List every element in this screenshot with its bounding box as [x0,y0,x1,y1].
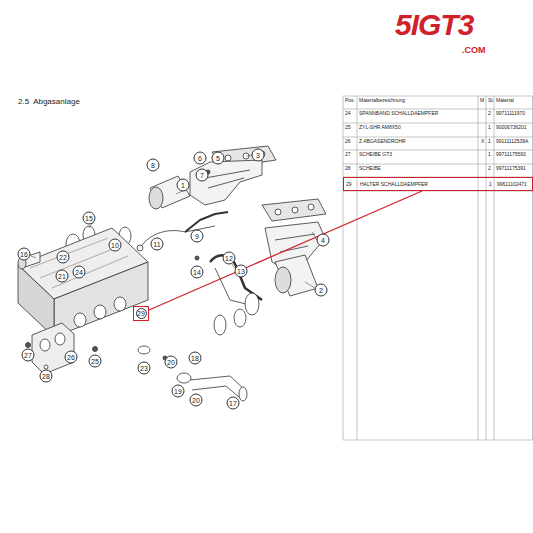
callout-number: 20 [190,394,203,407]
table-cell: 99611102471 [497,182,527,187]
callout-number: 12 [223,252,236,265]
table-cell: 25 [345,125,351,130]
callout-number: 29 [136,308,147,319]
highlight-connector [149,191,422,310]
watermark-text: .COM [462,46,486,55]
highlight-table-row: 29 HALTER SCHALLDAEMPFER 1 99611102471 [343,177,533,191]
callout-number: 27 [22,349,35,362]
table-cell: 90006736201 [496,125,527,130]
table-header: Materialbezeichnung [359,98,405,103]
watermark-logo: 5IGT3 [395,10,473,40]
callout-number: 1 [177,179,190,192]
callout-number: 9 [191,230,204,243]
table-header: M [480,98,484,103]
callout-number: 5 [212,152,225,165]
table-cell: 24 [345,111,351,116]
callout-number: 22 [57,251,70,264]
callout-number: 6 [194,152,207,165]
section-title: 2.5 Abgasanlage [18,98,80,106]
callout-number: 15 [83,212,96,225]
callout-number: 2 [315,284,328,297]
table-cell: 26 [345,139,351,144]
callout-number: 4 [317,234,330,247]
table-cell: Z ABGASENDROHR [359,139,406,144]
table-cell: 1 [489,182,492,187]
callout-number: 25 [89,355,102,368]
table-cell: 2 [488,166,491,171]
callout-number: 19 [172,385,185,398]
callout-number: 28 [40,370,53,383]
callout-number: 16 [18,248,31,261]
table-cell: ZYL-SHR AM8X50 [359,125,401,130]
callout-number: 17 [227,397,240,410]
callout-number: 24 [73,266,86,279]
table-cell: SCHEIBE [359,166,381,171]
callout-number: 10 [109,239,122,252]
parts-table-grid [343,96,533,440]
table-cell: 1 [488,152,491,157]
table-cell: 99711175593 [496,152,526,157]
table-header: Material [496,98,514,103]
leader-lines [31,155,317,288]
callout-number: 18 [189,352,202,365]
table-cell: 1 [488,125,491,130]
table-header: Pos. [345,98,355,103]
callout-number: 26 [65,351,78,364]
callout-number: 3 [252,149,265,162]
table-cell: 99111112539A [496,139,528,144]
callout-number: 20 [165,356,178,369]
callout-number: 14 [191,266,204,279]
callout-number: 11 [151,238,164,251]
callout-number: 13 [235,265,248,278]
callout-number: 7 [196,169,209,182]
table-cell: 27 [345,152,351,157]
table-cell: 28 [345,166,351,171]
table-cell: SCHEIBE GT3 [359,152,392,157]
table-cell: 1 [488,139,491,144]
table-header: St. [488,98,494,103]
highlight-callout: 29 [133,306,149,321]
table-cell: 2 [488,111,491,116]
table-cell: SPANNBAND SCHALLDAEMPFER [359,111,438,116]
exhaust-parts [18,146,326,401]
table-cell: HALTER SCHALLDAEMPFER [360,182,428,187]
table-cell: 29 [346,182,352,187]
callout-number: 23 [138,362,151,375]
table-cell: 99711175391 [496,166,526,171]
callout-number: 21 [56,270,69,283]
table-cell: X [481,139,484,144]
table-cell: 99711111970 [496,111,525,116]
callout-number: 8 [147,159,160,172]
